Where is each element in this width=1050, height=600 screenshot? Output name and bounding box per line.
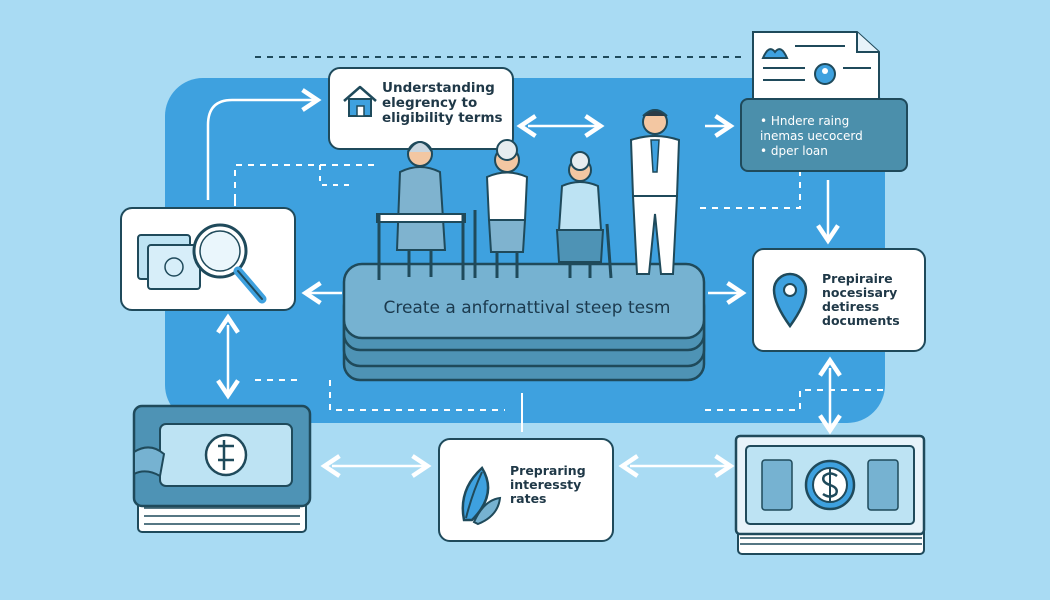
prepare-docs-line-4: documents xyxy=(822,313,900,328)
house-icon xyxy=(343,85,377,117)
man-standing-icon xyxy=(629,109,681,275)
eligibility-line-3: eligibility terms xyxy=(382,110,503,126)
dashed-path-right xyxy=(700,150,801,209)
doc-note-line-3: • dper loan xyxy=(760,144,828,158)
dashed-path-lower xyxy=(329,380,505,411)
prepare-docs-line-3: detiress xyxy=(822,299,880,314)
dollar-bills-icon xyxy=(734,434,926,555)
prepare-documents-card: Prepiraire nocesisary detiress documents xyxy=(752,248,926,352)
document-icon xyxy=(752,31,880,107)
prepare-docs-line-1: Prepiraire xyxy=(822,271,893,286)
eligibility-card: Understanding elegrency to eligibility t… xyxy=(328,67,514,150)
magnifier-money-icon xyxy=(137,223,267,304)
map-pin-icon xyxy=(772,272,808,329)
money-book-icon xyxy=(132,404,312,533)
eligibility-line-2: elegrency to xyxy=(382,95,478,111)
leaf-icon xyxy=(461,466,502,526)
elderly-woman-short-icon xyxy=(555,151,613,279)
rates-line-2: interessty xyxy=(510,477,582,492)
doc-note-line-2: inemas uecocerd xyxy=(760,129,863,143)
eligibility-line-1: Understanding xyxy=(382,80,495,96)
central-platform xyxy=(342,262,706,382)
arrow-search-to-eligibility xyxy=(206,88,322,200)
prepare-docs-line-2: nocesisary xyxy=(822,285,898,300)
rates-line-3: rates xyxy=(510,491,547,506)
interest-rates-card: Prepraring interessty rates xyxy=(438,438,614,542)
document-notes-card: • Hndere raing inemas uecocerd • dper lo… xyxy=(740,98,908,172)
dashed-path-lower-right xyxy=(705,389,885,411)
dashed-path-upper xyxy=(319,165,355,186)
center-step-label: Create a anfornattival steep tesm xyxy=(383,298,671,318)
search-money-card xyxy=(120,207,296,311)
doc-note-line-1: • Hndere raing xyxy=(760,114,850,128)
elderly-woman-cane-icon xyxy=(473,139,529,278)
rates-line-1: Prepraring xyxy=(510,463,586,478)
elderly-people-group xyxy=(376,109,681,280)
elderly-woman-walker-icon xyxy=(376,141,466,280)
